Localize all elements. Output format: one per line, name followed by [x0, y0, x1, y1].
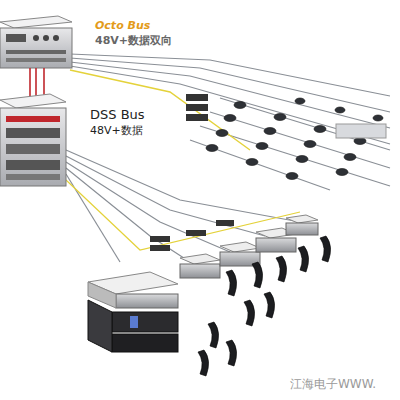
rack-processor: [0, 16, 72, 68]
line-array-speakers: [198, 236, 331, 376]
amplifiers: [180, 215, 318, 278]
amplifier-stack: [88, 272, 178, 352]
bus-spec: 48V+数据: [90, 125, 143, 138]
input-panels: [150, 94, 234, 251]
info-plate: [336, 124, 386, 138]
ceiling-speakers: [206, 98, 383, 180]
data-cable: [70, 70, 250, 150]
dss-cables: [66, 150, 300, 262]
bus-spec: 48V+数据双向: [95, 35, 172, 48]
bus-name: Octo Bus: [95, 20, 150, 33]
bus-cables: [70, 54, 390, 190]
rack-controller: [0, 94, 66, 186]
watermark: 江海电子WWW.: [290, 378, 376, 392]
bus-name: DSS Bus: [90, 108, 145, 123]
